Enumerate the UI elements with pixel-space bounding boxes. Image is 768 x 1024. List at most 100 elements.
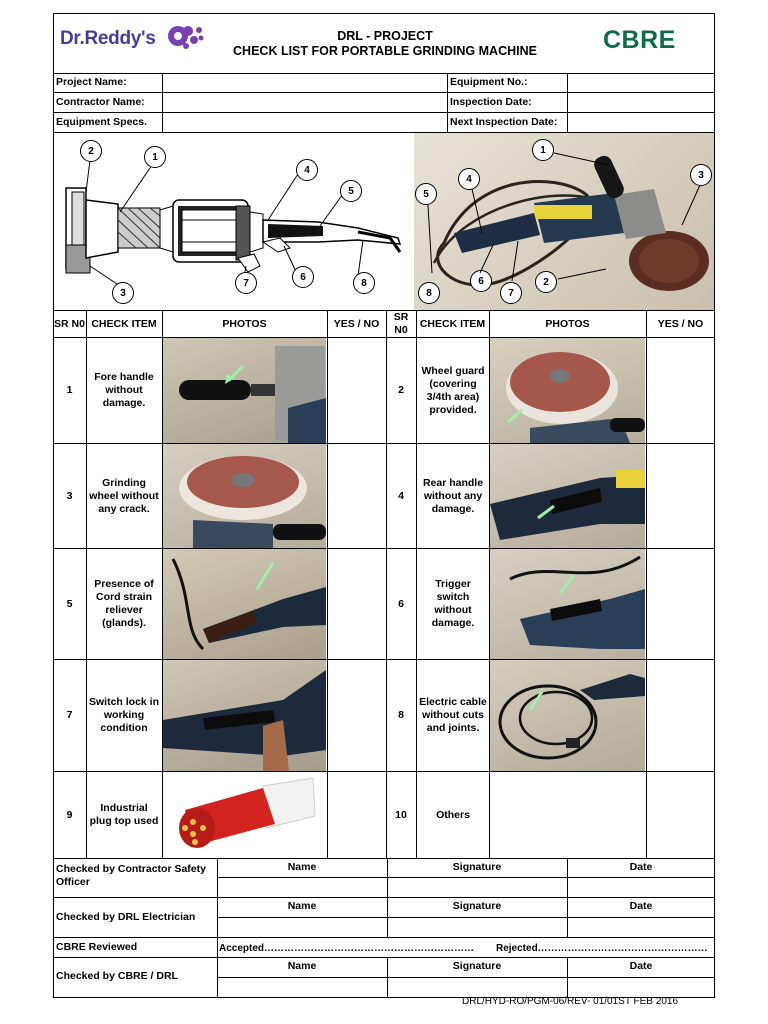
check-item: Fore handle without damage. <box>94 371 154 409</box>
project-name-label: Project Name: <box>56 76 127 88</box>
diagram-callout-5: 5 <box>340 180 362 202</box>
name-header: Name <box>287 959 317 972</box>
check-item: Presence of Cord strain reliever (glands… <box>94 578 154 629</box>
photo-industrial-plug <box>163 772 326 858</box>
header-check-item-left: CHECK ITEM <box>91 317 157 330</box>
yesno-cell[interactable] <box>328 338 385 442</box>
photo-electric-cable <box>490 660 645 771</box>
photo-switch-lock <box>163 660 326 771</box>
diagram-callout-4: 4 <box>296 159 318 181</box>
header-photos-right: PHOTOS <box>545 317 590 330</box>
checklist-title: CHECK LIST FOR PORTABLE GRINDING MACHINE <box>233 44 537 58</box>
header-photos-left: PHOTOS <box>222 317 267 330</box>
diagram-callout-7: 7 <box>235 272 257 294</box>
signature-header: Signature <box>452 959 502 972</box>
photo-grinding-wheel <box>163 444 326 548</box>
contractor-name-signoff[interactable] <box>218 878 386 896</box>
row-sr: 7 <box>66 709 73 721</box>
electrician-signature-signoff[interactable] <box>388 918 566 936</box>
row-sr: 5 <box>66 597 73 610</box>
contractor-name-field[interactable] <box>163 93 446 111</box>
photo-callout-arrows <box>427 152 701 282</box>
contractor-name-label: Contractor Name: <box>56 96 145 108</box>
inspection-date-label: Inspection Date: <box>450 96 532 108</box>
header-sr-right: SR N0 <box>393 311 409 336</box>
cbre-date-signoff[interactable] <box>568 978 714 996</box>
photo-cord-strain-reliever <box>163 549 326 659</box>
photo-callout-3: 3 <box>690 164 712 186</box>
contractor-date-signoff[interactable] <box>568 878 714 896</box>
photo-callout-8: 8 <box>418 282 440 304</box>
row-sr: 6 <box>398 597 404 610</box>
check-item: Grinding wheel without any crack. <box>89 476 159 515</box>
check-item: Switch lock in working condition <box>89 696 160 734</box>
drl-electrician-label: Checked by DRL Electrician <box>56 911 196 923</box>
photo-callout-7: 7 <box>500 282 522 304</box>
grinder-line-drawing <box>65 159 402 287</box>
next-inspection-date-field[interactable] <box>568 113 714 131</box>
header-yesno-left: YES / NO <box>333 317 380 330</box>
cbre-reviewed-label: CBRE Reviewed <box>56 941 138 953</box>
yesno-cell[interactable] <box>328 772 385 857</box>
diagram-callout-8: 8 <box>353 272 375 294</box>
yesno-cell[interactable] <box>647 549 714 658</box>
header-check-item-right: CHECK ITEM <box>419 317 486 330</box>
check-item: Wheel guard (covering 3/4th area) provid… <box>421 364 485 416</box>
check-item: Others <box>436 808 470 821</box>
yesno-cell[interactable] <box>328 660 385 770</box>
check-item: Trigger switch without damage. <box>431 578 475 629</box>
row-sr: 1 <box>66 384 73 396</box>
drl-logo-mark <box>168 26 204 49</box>
cbre-logo: CBRE <box>603 26 676 54</box>
row-sr: 3 <box>66 489 73 502</box>
electrician-name-signoff[interactable] <box>218 918 386 936</box>
contractor-safety-label: Checked by Contractor Safety Officer <box>56 863 206 888</box>
row-sr: 4 <box>398 489 404 502</box>
signature-header: Signature <box>452 899 502 912</box>
date-header: Date <box>629 860 653 873</box>
yesno-cell[interactable] <box>647 772 714 857</box>
equipment-specs-field[interactable] <box>163 113 446 131</box>
drl-logo: Dr.Reddy's <box>60 22 210 58</box>
photo-callout-4: 4 <box>458 168 480 190</box>
row-sr: 2 <box>398 384 404 396</box>
next-inspection-date-label: Next Inspection Date: <box>450 116 558 128</box>
cbre-name-signoff[interactable] <box>218 978 386 996</box>
drl-logo-text: Dr.Reddy's <box>60 28 156 49</box>
photo-callout-5: 5 <box>415 183 437 205</box>
check-item: Electric cable without cuts and joints. <box>419 696 487 734</box>
photo-fore-handle <box>163 338 326 443</box>
row-sr: 9 <box>66 808 73 821</box>
yesno-cell[interactable] <box>647 338 714 442</box>
photo-cell-empty <box>490 772 645 857</box>
project-name-field[interactable] <box>163 74 446 92</box>
equipment-no-label: Equipment No.: <box>450 76 528 88</box>
yesno-cell[interactable] <box>328 549 385 658</box>
check-item: Industrial plug top used <box>89 802 159 827</box>
photo-rear-handle <box>490 444 645 548</box>
yesno-cell[interactable] <box>647 660 714 770</box>
diagram-callout-3: 3 <box>112 282 134 304</box>
row-sr: 10 <box>395 808 407 821</box>
yesno-cell[interactable] <box>328 444 385 547</box>
cbre-signature-signoff[interactable] <box>388 978 566 996</box>
grinder-photo <box>414 133 714 310</box>
photo-trigger-switch <box>490 549 645 659</box>
photo-callout-2: 2 <box>535 271 557 293</box>
header-sr-left: SR N0 <box>54 317 85 330</box>
electrician-date-signoff[interactable] <box>568 918 714 936</box>
diagram-callout-6: 6 <box>292 266 314 288</box>
equipment-specs-label: Equipment Specs. <box>56 116 148 128</box>
equipment-no-field[interactable] <box>568 74 714 92</box>
project-title: DRL - PROJECT <box>337 29 433 43</box>
inspection-date-field[interactable] <box>568 93 714 111</box>
row-sr: 8 <box>398 709 404 721</box>
check-item: Rear handle without any damage. <box>422 476 484 515</box>
contractor-signature-signoff[interactable] <box>388 878 566 896</box>
yesno-cell[interactable] <box>647 444 714 547</box>
rejected-line[interactable]: Rejected…………………………………………… <box>496 943 708 954</box>
diagram-callout-1: 1 <box>144 146 166 168</box>
accepted-line[interactable]: Accepted……………………………………………………… <box>219 943 475 954</box>
cbre-drl-label: Checked by CBRE / DRL <box>56 970 178 982</box>
name-header: Name <box>287 899 317 912</box>
